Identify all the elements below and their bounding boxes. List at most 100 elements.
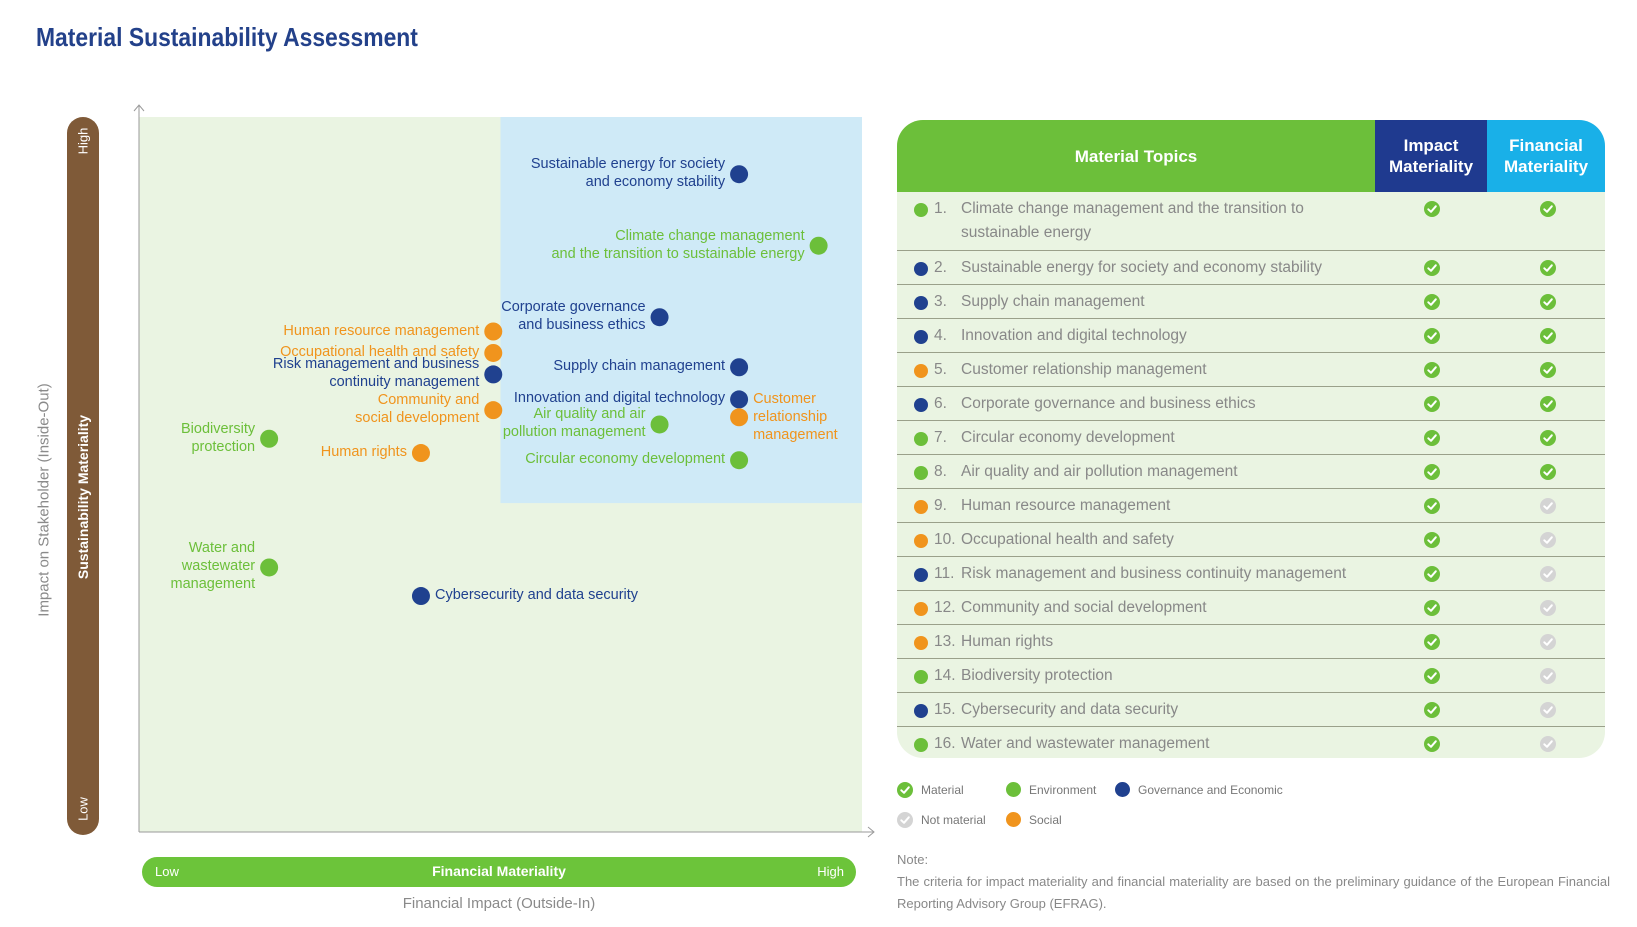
check-icon: [1424, 498, 1440, 519]
scatter-point: [484, 343, 503, 362]
legend-material: Material: [897, 782, 964, 798]
table-row: 10.Occupational health and safety: [897, 522, 1605, 557]
check-icon: [1424, 702, 1440, 723]
topic-number: 2.: [934, 259, 947, 276]
category-dot-icon: [914, 704, 928, 718]
topic-name: Climate change management and the transi…: [961, 200, 1304, 241]
check-icon: [1424, 328, 1440, 349]
check-muted-icon: [1540, 736, 1556, 757]
check-icon: [1424, 634, 1440, 655]
topic-name: Human rights: [961, 633, 1054, 650]
point-label: Circular economy development: [525, 451, 726, 468]
check-icon: [1540, 464, 1556, 485]
check-icon: [1540, 362, 1556, 383]
table-row: 16.Water and wastewater management: [897, 726, 1605, 758]
topic-number: 13.: [934, 633, 956, 650]
x-axis-arrow-icon: [867, 826, 875, 838]
topic-name: Biodiversity protection: [961, 667, 1113, 684]
point-label: Cybersecurity and data security: [434, 587, 639, 604]
page-title: Material Sustainability Assessment: [36, 22, 418, 52]
table-row: 3.Supply chain management: [897, 284, 1605, 319]
point-label: Human resource management: [283, 322, 480, 339]
scatter-point: [730, 358, 749, 377]
check-muted-icon: [1540, 702, 1556, 723]
scatter-point: [484, 322, 503, 341]
point-label: Innovation and digital technology: [513, 390, 726, 407]
high-materiality-zone: [500, 117, 862, 504]
legend-social: Social: [1006, 812, 1062, 827]
topic-name: Innovation and digital technology: [961, 327, 1187, 344]
topic-name: Water and wastewater management: [961, 735, 1210, 752]
table-row: 11.Risk management and business continui…: [897, 556, 1605, 591]
table-row: 4. Innovation and digital technology: [897, 318, 1605, 353]
category-dot-icon: [914, 636, 928, 650]
topic-number: 4.: [934, 327, 947, 344]
topic-number: 1.: [934, 200, 947, 217]
topic-number: 7.: [934, 429, 947, 446]
topic-number: 9.: [934, 497, 947, 514]
scatter-point: [730, 451, 749, 470]
category-dot-icon: [914, 330, 928, 344]
check-icon: [1424, 668, 1440, 689]
check-muted-icon: [1540, 668, 1556, 689]
category-dot-icon: [914, 670, 928, 684]
check-muted-icon: [1540, 498, 1556, 519]
table-row: 8. Air quality and air pollution manageme…: [897, 454, 1605, 489]
check-icon: [1540, 201, 1556, 222]
scatter-point: [260, 558, 279, 577]
note-text: The criteria for impact materiality and …: [897, 874, 1610, 911]
legend-governance: Governance and Economic: [1115, 782, 1283, 797]
category-dot-icon: [914, 203, 928, 217]
topic-name: Human resource management: [961, 497, 1171, 514]
category-dot-icon: [914, 432, 928, 446]
category-dot-icon: [914, 568, 928, 582]
header-material-topics: Material Topics: [897, 120, 1375, 192]
scatter-point: [411, 587, 430, 606]
scatter-point: [730, 390, 749, 409]
check-icon: [1540, 328, 1556, 349]
topic-name: Community and social development: [961, 599, 1207, 616]
table-row: 1. Climate change management and the tran…: [897, 192, 1605, 250]
check-icon: [1424, 294, 1440, 315]
scatter-point: [730, 408, 749, 427]
check-muted-icon: [1540, 634, 1556, 655]
check-muted-icon: [897, 812, 913, 828]
table-row: 5.Customer relationship management: [897, 352, 1605, 387]
topic-name: Supply chain management: [961, 293, 1145, 310]
check-icon: [1424, 736, 1440, 757]
check-icon: [1424, 260, 1440, 281]
topic-number: 11.: [934, 565, 955, 582]
topic-name: Customer relationship management: [961, 361, 1207, 378]
category-dot-icon: [914, 602, 928, 616]
category-dot-icon: [914, 500, 928, 514]
check-icon: [897, 782, 913, 798]
legend-environment: Environment: [1006, 782, 1096, 797]
scatter-point: [484, 401, 503, 420]
topic-name: Air quality and air pollution management: [961, 463, 1238, 480]
governance-dot-icon: [1115, 782, 1130, 797]
category-dot-icon: [914, 262, 928, 276]
check-icon: [1424, 201, 1440, 222]
scatter-point: [730, 165, 749, 184]
topic-number: 8.: [934, 463, 947, 480]
check-icon: [1540, 260, 1556, 281]
topic-number: 12.: [934, 599, 956, 616]
check-icon: [1424, 396, 1440, 417]
x-axis-bar-title: Financial Materiality: [432, 863, 566, 879]
scatter-point: [809, 236, 828, 255]
check-icon: [1424, 430, 1440, 451]
category-dot-icon: [914, 738, 928, 752]
category-dot-icon: [914, 296, 928, 310]
table-row: 14.Biodiversity protection: [897, 658, 1605, 693]
x-axis-high-label: High: [817, 864, 844, 879]
